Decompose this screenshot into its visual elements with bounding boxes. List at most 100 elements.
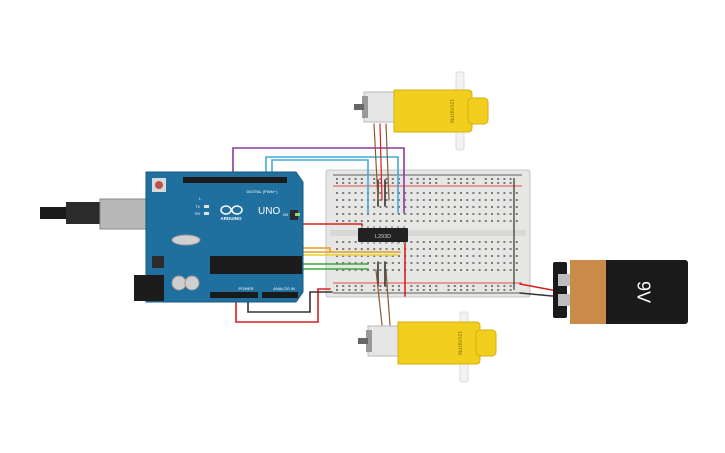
ic-pin: [385, 242, 387, 244]
breadboard-hole: [484, 178, 487, 180]
breadboard-hole: [342, 199, 345, 201]
breadboard-hole: [466, 248, 469, 250]
breadboard-hole: [354, 213, 357, 215]
breadboard-hole: [398, 289, 400, 291]
breadboard-hole: [497, 182, 500, 184]
breadboard-hole: [435, 241, 438, 243]
breadboard-hole: [478, 262, 481, 264]
breadboard-hole: [398, 248, 400, 250]
breadboard-hole: [503, 255, 506, 257]
breadboard-hole: [466, 213, 469, 215]
breadboard-hole: [478, 206, 481, 208]
breadboard-hole: [429, 241, 431, 243]
breadboard-hole: [336, 206, 338, 208]
breadboard-hole: [441, 255, 444, 257]
breadboard-hole: [373, 289, 376, 291]
analog-header[interactable]: [262, 292, 298, 298]
breadboard-hole: [379, 206, 382, 208]
breadboard-hole: [447, 269, 450, 271]
breadboard-hole: [466, 255, 469, 257]
breadboard[interactable]: [325, 169, 531, 298]
breadboard-hole: [373, 192, 376, 194]
breadboard-hole: [503, 182, 506, 184]
breadboard-hole: [373, 285, 376, 287]
digital-header[interactable]: [183, 177, 287, 183]
digital-label: DIGITAL (PWM~): [247, 189, 279, 194]
motor-bottom[interactable]: 12V/5RPM: [358, 311, 497, 383]
breadboard-hole: [460, 289, 462, 291]
breadboard-hole: [453, 262, 456, 264]
battery-9v[interactable]: 9V: [553, 260, 688, 324]
breadboard-hole: [398, 269, 400, 271]
breadboard-hole: [422, 269, 425, 271]
breadboard-hole: [379, 199, 382, 201]
breadboard-hole: [460, 285, 462, 287]
breadboard-hole: [466, 289, 469, 291]
motor-top[interactable]: 12V/5RPM: [354, 71, 489, 151]
breadboard-hole: [342, 241, 345, 243]
breadboard-hole: [404, 213, 407, 215]
breadboard-hole: [336, 255, 338, 257]
breadboard-hole: [360, 269, 363, 271]
breadboard-hole: [484, 199, 487, 201]
ic-pin: [403, 226, 405, 228]
breadboard-hole: [416, 206, 419, 208]
breadboard-hole: [379, 192, 382, 194]
breadboard-hole: [466, 269, 469, 271]
breadboard-hole: [410, 206, 413, 208]
breadboard-hole: [348, 178, 351, 180]
ic-pin: [397, 226, 399, 228]
breadboard-hole: [466, 182, 469, 184]
breadboard-hole: [453, 220, 456, 222]
breadboard-hole: [360, 289, 363, 291]
breadboard-hole: [348, 206, 351, 208]
breadboard-hole: [466, 241, 469, 243]
wire-cyan-2: [271, 159, 369, 214]
breadboard-hole: [491, 255, 493, 257]
arduino-uno[interactable]: TX RX L ON ARDUINO UNO DIGITAL (PWM~) PO…: [40, 171, 304, 303]
breadboard-hole: [460, 269, 462, 271]
usb-port: [99, 198, 151, 230]
breadboard-hole: [422, 248, 425, 250]
breadboard-hole: [422, 262, 425, 264]
breadboard-hole: [484, 285, 487, 287]
breadboard-hole: [472, 255, 475, 257]
breadboard-hole: [509, 206, 512, 208]
breadboard-hole: [472, 262, 475, 264]
breadboard-hole: [342, 182, 345, 184]
breadboard-hole: [336, 241, 338, 243]
breadboard-hole: [435, 262, 438, 264]
breadboard-hole: [435, 182, 438, 184]
breadboard-hole: [453, 289, 456, 291]
breadboard-hole: [373, 262, 376, 264]
breadboard-hole: [373, 182, 376, 184]
breadboard-hole: [441, 206, 444, 208]
breadboard-hole: [342, 206, 345, 208]
breadboard-hole: [354, 262, 357, 264]
breadboard-hole: [497, 199, 500, 201]
power-header[interactable]: [210, 292, 258, 298]
breadboard-hole: [360, 199, 363, 201]
breadboard-hole: [416, 285, 419, 287]
breadboard-hole: [460, 241, 462, 243]
breadboard-hole: [404, 220, 407, 222]
breadboard-hole: [354, 182, 357, 184]
breadboard-hole: [497, 192, 500, 194]
breadboard-hole: [478, 255, 481, 257]
breadboard-hole: [398, 255, 400, 257]
breadboard-hole: [484, 192, 487, 194]
breadboard-hole: [447, 206, 450, 208]
wire-red-motor-top: [379, 123, 383, 201]
breadboard-hole: [342, 269, 345, 271]
breadboard-hole: [429, 206, 431, 208]
breadboard-hole: [391, 178, 394, 180]
l293d-chip[interactable]: L293D: [358, 226, 408, 244]
ic-pin: [373, 242, 375, 244]
breadboard-hole: [429, 255, 431, 257]
breadboard-hole: [503, 213, 506, 215]
breadboard-hole: [385, 220, 388, 222]
power-label: POWER: [238, 286, 253, 291]
breadboard-hole: [472, 199, 475, 201]
breadboard-hole: [484, 248, 487, 250]
breadboard-hole: [379, 255, 382, 257]
